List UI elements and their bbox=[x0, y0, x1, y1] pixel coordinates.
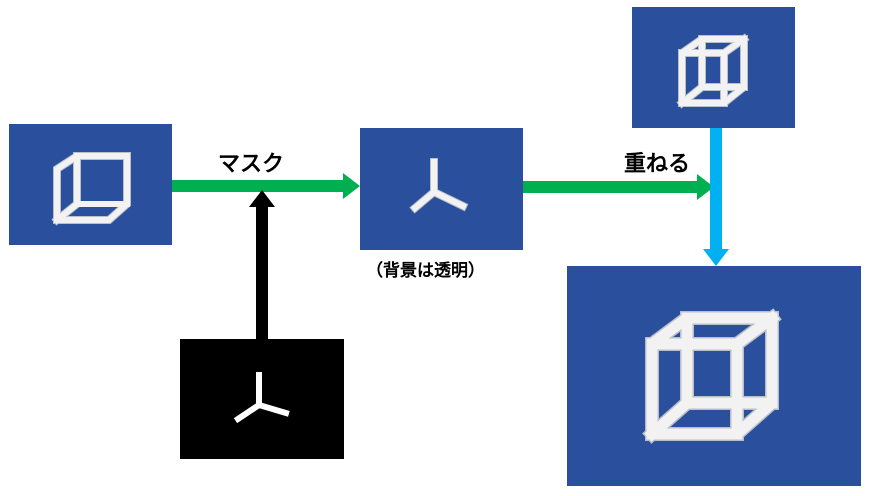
masked-image-panel bbox=[360, 128, 523, 250]
mask-image-panel bbox=[180, 339, 344, 459]
result-image-panel bbox=[567, 266, 861, 486]
transparent-background-note: （背景は透明） bbox=[366, 261, 485, 281]
source-image-panel bbox=[9, 124, 172, 245]
arrow-source-to-masked bbox=[172, 173, 360, 199]
composited-cube-icon bbox=[642, 308, 782, 444]
tripod-mask-icon bbox=[233, 372, 290, 424]
partial-cube-icon bbox=[51, 152, 131, 226]
masked-tripod-icon bbox=[409, 158, 469, 214]
wire-cube-icon bbox=[676, 33, 750, 109]
background-image-panel bbox=[632, 7, 795, 128]
arrow-masked-to-merge bbox=[523, 174, 714, 200]
arrow-mask-up bbox=[249, 190, 275, 340]
arrow-background-down bbox=[703, 128, 729, 266]
mask-label: マスク bbox=[218, 152, 285, 177]
overlay-label: 重ねる bbox=[624, 152, 691, 177]
